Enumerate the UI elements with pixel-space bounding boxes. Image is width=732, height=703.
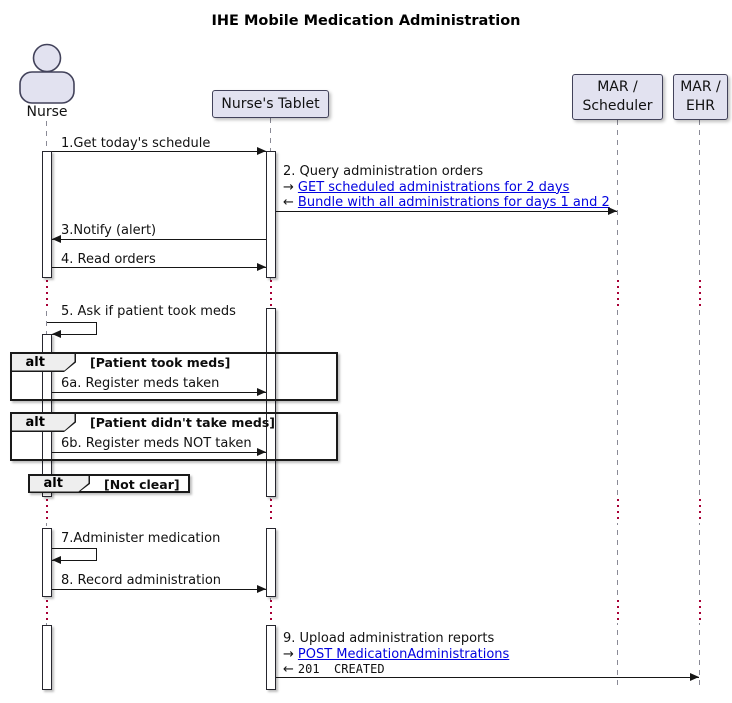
lifeline-scheduler: [617, 120, 618, 690]
delay-segment: [696, 499, 703, 523]
arrow-left-glyph: ←: [283, 662, 294, 677]
delay-segment: [614, 499, 621, 523]
activation-tablet: [266, 528, 276, 597]
message-7-label: 7.Administer medication: [61, 531, 221, 546]
link-bundle-administrations[interactable]: Bundle with all administrations for days…: [297, 195, 610, 210]
alt-condition: [Not clear]: [104, 477, 180, 492]
alt-fragment-patient-took-meds: [10, 352, 338, 401]
alt-keyword: alt: [12, 414, 75, 431]
activation-nurse: [42, 151, 52, 278]
alt-keyword: alt: [30, 476, 89, 492]
arrowhead-right-icon: [608, 207, 617, 215]
arrowhead-left-icon: [52, 330, 61, 338]
alt-keyword: alt: [12, 354, 75, 371]
link-post-medication-administrations[interactable]: POST MedicationAdministrations: [297, 646, 510, 662]
delay-segment: [696, 600, 703, 623]
message-6b-label: 6b. Register meds NOT taken: [61, 436, 252, 451]
message-3-label: 3.Notify (alert): [61, 223, 157, 238]
message-6b-arrow: [52, 452, 266, 453]
arrow-left-glyph: ←: [283, 195, 294, 210]
delay-segment: [43, 600, 50, 623]
message-6a-arrow: [52, 392, 266, 393]
message-9-request: →POST MedicationAdministrations: [283, 647, 509, 663]
message-7-self-arrow: [96, 548, 97, 561]
arrowhead-right-icon: [257, 585, 266, 593]
arrowhead-right-icon: [257, 263, 266, 271]
activation-tablet: [266, 308, 276, 497]
delay-segment: [696, 280, 703, 307]
message-2-label: 2. Query administration orders: [283, 164, 484, 179]
message-1-label: 1.Get today's schedule: [61, 136, 211, 151]
delay-segment: [267, 280, 274, 307]
arrowhead-right-icon: [257, 147, 266, 155]
arrowhead-right-icon: [257, 388, 266, 396]
participant-tablet-label: Nurse's Tablet: [221, 95, 320, 112]
message-1-arrow: [52, 151, 266, 152]
link-get-scheduled-administrations[interactable]: GET scheduled administrations for 2 days: [297, 179, 570, 195]
message-2-block: 2. Query administration orders →GET sche…: [283, 164, 610, 211]
actor-nurse-label: Nurse: [26, 104, 68, 120]
message-8-arrow: [52, 589, 266, 590]
message-8-label: 8. Record administration: [61, 573, 222, 588]
message-5-label: 5. Ask if patient took meds: [61, 304, 236, 319]
participant-tablet: Nurse's Tablet: [212, 90, 329, 118]
message-9-response: ←201 CREATED: [283, 662, 509, 678]
message-7-self-arrow: [52, 560, 97, 561]
message-2-response: ←Bundle with all administrations for day…: [283, 195, 610, 211]
message-9-arrow: [276, 677, 699, 678]
activation-tablet: [266, 625, 276, 690]
arrowhead-left-icon: [52, 556, 61, 564]
participant-ehr-line1: MAR /: [680, 79, 721, 95]
participant-scheduler-line2: Scheduler: [582, 98, 653, 114]
message-6a-label: 6a. Register meds taken: [61, 376, 220, 391]
arrow-right-glyph: →: [283, 646, 294, 662]
alt-fragment-tab: alt: [10, 352, 76, 372]
message-9-label: 9. Upload administration reports: [283, 631, 495, 646]
delay-segment: [614, 600, 621, 623]
message-4-label: 4. Read orders: [61, 252, 156, 267]
arrow-right-glyph: →: [283, 179, 294, 195]
participant-mar-ehr: MAR / EHR: [673, 74, 728, 120]
lifeline-ehr: [699, 120, 700, 690]
alt-fragment-tab: alt: [10, 412, 76, 432]
participant-mar-scheduler: MAR / Scheduler: [572, 74, 663, 120]
message-5-self-arrow: [52, 334, 97, 335]
participant-scheduler-line1: MAR /: [597, 79, 638, 95]
delay-segment: [614, 280, 621, 307]
alt-condition: [Patient took meds]: [90, 355, 231, 370]
diagram-title: IHE Mobile Medication Administration: [211, 13, 521, 29]
message-7-self-arrow: [52, 548, 97, 549]
alt-condition: [Patient didn't take meds]: [90, 415, 275, 430]
alt-fragment-patient-didnt-take-meds: [10, 412, 338, 461]
response-status-code: 201 CREATED: [297, 662, 385, 676]
delay-segment: [267, 600, 274, 623]
message-5-self-arrow: [96, 322, 97, 335]
activation-nurse: [42, 625, 52, 690]
message-4-arrow: [52, 267, 266, 268]
delay-segment: [43, 280, 50, 307]
arrowhead-left-icon: [52, 235, 61, 243]
participant-ehr-line2: EHR: [685, 98, 716, 114]
alt-fragment-tab: alt: [28, 474, 90, 493]
activation-nurse: [42, 528, 52, 597]
delay-segment: [43, 499, 50, 523]
nurse-actor-icon: [16, 43, 78, 105]
message-2-request: →GET scheduled administrations for 2 day…: [283, 180, 610, 196]
message-5-self-arrow: [47, 322, 97, 323]
arrowhead-right-icon: [257, 448, 266, 456]
activation-tablet: [266, 151, 276, 278]
arrowhead-right-icon: [690, 673, 699, 681]
message-3-arrow: [52, 239, 266, 240]
message-9-block: 9. Upload administration reports →POST M…: [283, 631, 509, 678]
delay-segment: [267, 499, 274, 523]
message-2-arrow: [276, 211, 617, 212]
